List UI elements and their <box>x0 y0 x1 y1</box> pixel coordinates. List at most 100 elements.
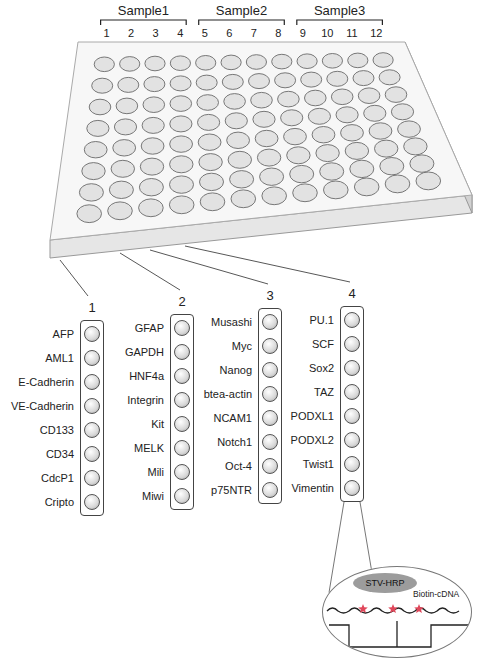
plate-well <box>336 107 358 123</box>
plate-well <box>322 54 342 69</box>
strip-row: AML1 <box>3 346 100 370</box>
strip-well <box>344 336 360 352</box>
strip-well <box>174 344 190 360</box>
column-number: 2 <box>128 27 134 39</box>
strip-row: AFP <box>3 322 100 346</box>
plate-well <box>139 179 163 196</box>
plate-well <box>200 173 224 190</box>
plate-well <box>89 99 111 115</box>
plate-well <box>224 94 246 110</box>
plate-well <box>170 176 194 193</box>
gene-label: PODXL2 <box>282 434 340 446</box>
plate-well <box>198 114 220 130</box>
column-number: 3 <box>153 27 159 39</box>
column-number: 9 <box>300 27 306 39</box>
strip-row: Nanog <box>195 358 278 382</box>
strip-well <box>262 314 278 330</box>
enzyme-label: STV-HRP <box>365 578 404 588</box>
plate-well <box>141 138 164 154</box>
plate-well <box>316 145 339 162</box>
tube-strip: 3MusashiMycNanogbtea-actinNCAM1Notch1Oct… <box>195 288 282 504</box>
gene-label: AFP <box>3 328 80 340</box>
plate-well <box>246 55 266 70</box>
strip-well <box>344 384 360 400</box>
plate-well <box>379 70 400 85</box>
strip-row: HNF4a <box>116 364 190 388</box>
magnify-line <box>329 502 344 593</box>
plate-well <box>116 98 138 114</box>
plate-well <box>170 116 192 132</box>
plate-well <box>391 104 413 120</box>
plate-well <box>120 57 140 72</box>
strip-well <box>84 326 100 342</box>
plate-well <box>290 165 314 182</box>
column-number: 8 <box>275 27 281 39</box>
gene-label: Kit <box>116 418 170 430</box>
plate-well <box>197 95 219 111</box>
plate-well <box>221 55 241 70</box>
gene-label: SCF <box>282 338 340 350</box>
strip-row: PODXL1 <box>282 404 360 428</box>
strip-well <box>262 410 278 426</box>
plate-well <box>341 125 364 141</box>
gene-label: Myc <box>195 340 258 352</box>
strip-row: SCF <box>282 332 360 356</box>
strip-row: btea-actin <box>195 382 278 406</box>
well-divider <box>396 621 397 647</box>
plate-well <box>82 163 105 180</box>
strip-row: CD34 <box>3 442 100 466</box>
tube-strip: 1AFPAML1E-CadherinVE-CadherinCD133CD34Cd… <box>3 300 104 516</box>
gene-label: GFAP <box>116 322 170 334</box>
plate-well <box>327 71 348 86</box>
plate-well <box>198 134 221 150</box>
strip-number: 4 <box>340 286 364 301</box>
strip-well <box>344 360 360 376</box>
plate-well <box>301 72 322 87</box>
gene-label: VE-Cadherin <box>3 400 80 412</box>
plate-well <box>358 88 380 104</box>
strip-well <box>344 312 360 328</box>
strip-well <box>344 480 360 496</box>
plate-well <box>251 92 273 108</box>
gene-label: Miwi <box>116 490 170 502</box>
plate-well <box>284 128 307 144</box>
gene-label: Mili <box>116 466 170 478</box>
plate-well <box>169 196 194 214</box>
plate-well <box>287 147 310 164</box>
plate-well <box>84 142 107 158</box>
plate-well <box>404 138 427 155</box>
gene-label: Cripto <box>3 496 80 508</box>
plate-well <box>353 71 374 86</box>
magnified-well: Biotin-cDNASTV-HRP <box>322 566 472 658</box>
plate-well <box>170 156 193 173</box>
plate-well <box>312 127 335 143</box>
strip-row: TAZ <box>282 380 360 404</box>
strip-row: Myc <box>195 334 278 358</box>
plate-well <box>278 91 300 107</box>
plate-well <box>94 57 114 72</box>
magnify-line <box>360 502 371 569</box>
strip-rows: MusashiMycNanogbtea-actinNCAM1Notch1Oct-… <box>195 310 278 502</box>
strip-row: Notch1 <box>195 430 278 454</box>
strip-well <box>174 320 190 336</box>
plate-well <box>109 181 133 198</box>
plate-well <box>398 121 421 137</box>
strip-well <box>174 440 190 456</box>
plate-well <box>369 123 392 139</box>
plate-top <box>50 42 472 240</box>
plate-well <box>79 184 103 201</box>
biotin-label <box>414 604 424 613</box>
gene-label: PODXL1 <box>282 410 340 422</box>
plate-well <box>380 158 404 175</box>
column-number: 11 <box>346 27 357 39</box>
strip-row: p75NTR <box>195 478 278 502</box>
strip-row: Musashi <box>195 310 278 334</box>
gene-label: CdcP1 <box>3 472 80 484</box>
strip-rows: PU.1SCFSox2TAZPODXL1PODXL2Twist1Vimentin <box>282 308 360 500</box>
plate-well <box>262 187 287 205</box>
column-number: 12 <box>370 27 382 39</box>
strip-row: CD133 <box>3 418 100 442</box>
strip-well <box>84 350 100 366</box>
plate-well <box>108 202 133 220</box>
gene-label: Twist1 <box>282 458 340 470</box>
